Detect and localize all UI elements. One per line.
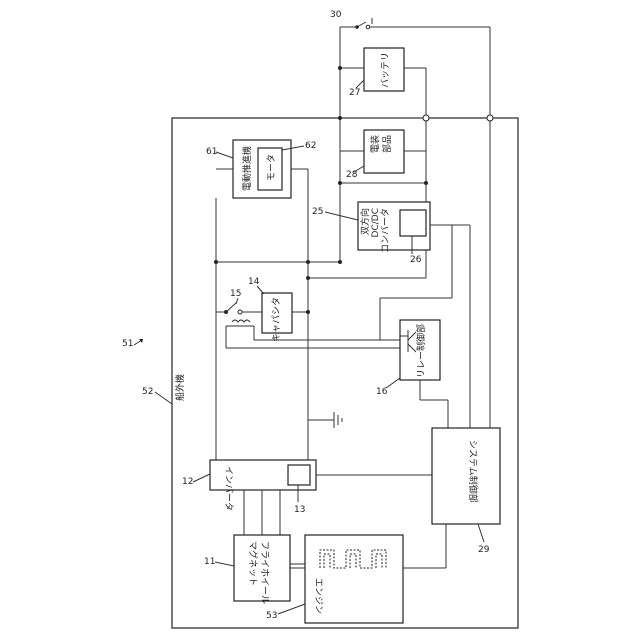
ref-30: 30: [330, 10, 342, 20]
flywheel-label-2: マグネット: [247, 541, 259, 586]
relay-switch: [216, 303, 262, 326]
ref-13: 13: [294, 505, 305, 515]
ref-53: 53: [266, 611, 277, 621]
dcdc-controller-box: [400, 210, 426, 236]
dcdc-label-2: DC/DC: [371, 208, 381, 237]
relay-controller-label: リレー制御部: [415, 324, 427, 378]
electric-propulsion-label: 電動推進機: [241, 146, 253, 191]
ref-29: 29: [478, 545, 490, 555]
main-switch: [340, 18, 490, 29]
electrical-parts-label-2: 部品: [381, 135, 393, 153]
ground-symbol: [308, 412, 342, 428]
inverter-label: インバータ: [223, 466, 234, 511]
capacitor-label: キャパシタ: [271, 297, 282, 342]
dcdc-label-3: コンバータ: [380, 208, 391, 253]
ref-52: 52: [142, 387, 153, 397]
ref-26: 26: [410, 255, 422, 265]
battery-label: バッテリ: [380, 52, 391, 88]
ref-62: 62: [305, 141, 316, 151]
outboard-motor-label: 船外機: [174, 374, 186, 401]
ref-51: 51: [122, 339, 133, 349]
ref-16: 16: [376, 387, 388, 397]
motor-label: モータ: [266, 154, 277, 181]
ref-27: 27: [349, 88, 360, 98]
ref-14: 14: [248, 277, 260, 287]
ref-61: 61: [206, 147, 217, 157]
engine-label: エンジン: [313, 578, 323, 614]
ref-15: 15: [230, 289, 241, 299]
ref-12: 12: [182, 477, 193, 487]
ref-25: 25: [312, 207, 323, 217]
inverter-controller-box: [288, 465, 310, 485]
dcdc-label-1: 双方向: [359, 208, 371, 235]
ref-11: 11: [204, 557, 215, 567]
flywheel-label-1: フライホイール: [259, 541, 270, 604]
electrical-parts-label-1: 電装: [369, 135, 381, 153]
system-controller-label: システム制御部: [467, 440, 479, 503]
system-controller-box: [432, 428, 500, 524]
ref-28: 28: [346, 170, 358, 180]
